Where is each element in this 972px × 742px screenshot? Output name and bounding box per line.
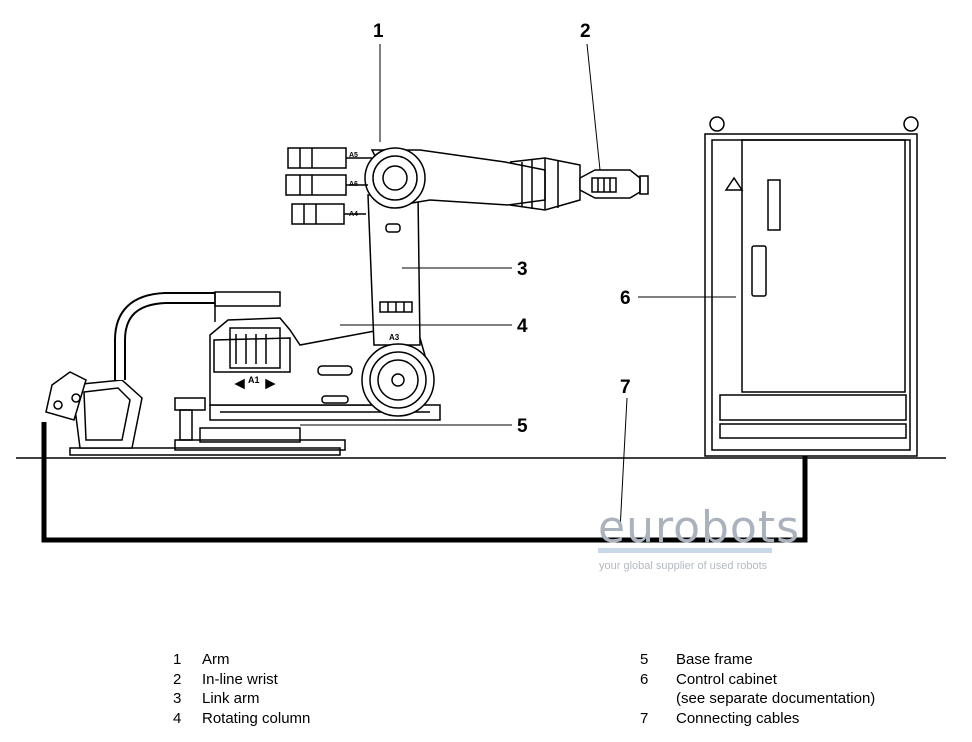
legend-number: 3 <box>173 690 182 707</box>
legend-label: Rotating column <box>202 709 311 727</box>
legend-item: (see separate documentation) <box>640 689 875 709</box>
watermark-tagline: your global supplier of used robots <box>599 560 768 572</box>
in-line-wrist-drawing <box>579 169 649 199</box>
link-arm-drawing <box>361 194 435 417</box>
callout-7: 7 <box>620 377 631 398</box>
legend-item: 2 In-line wrist <box>173 670 310 690</box>
legend-label: (see separate documentation) <box>676 690 876 707</box>
legend-item: 1 Arm <box>173 650 310 670</box>
legend-number: 2 <box>173 670 182 688</box>
axis-label-a4: A4 <box>349 211 358 218</box>
energy-supply-box <box>45 291 281 449</box>
legend-number <box>640 689 676 709</box>
legend-label: Link arm <box>202 690 260 707</box>
legend-item: 6 Control cabinet <box>640 670 875 690</box>
legend-label: Control cabinet <box>676 670 777 688</box>
legend-item: 5 Base frame <box>640 650 875 670</box>
callout-5: 5 <box>517 416 528 437</box>
axis-label-a1: A1 <box>248 375 260 385</box>
legend-left-column: 1 Arm 2 In-line wrist 3 Link arm 4 Rotat… <box>173 650 310 728</box>
callout-4: 4 <box>517 316 528 337</box>
legend-number: 5 <box>640 651 649 668</box>
legend-label: Connecting cables <box>676 709 800 727</box>
axis-label-a3: A3 <box>389 333 400 342</box>
legend-label: In-line wrist <box>202 670 278 688</box>
legend-right-column: 5 Base frame 6 Control cabinet (see sepa… <box>640 650 875 728</box>
eurobots-watermark: eurobots your global supplier of used ro… <box>598 502 800 572</box>
legend-item: 3 Link arm <box>173 689 310 709</box>
leader-lines <box>300 43 736 531</box>
callout-2: 2 <box>580 21 591 42</box>
axis-label-a6: A6 <box>349 181 358 188</box>
legend-label: Arm <box>202 651 230 668</box>
robot-system-diagram: A1 A3 A5 A6 A4 <box>16 21 946 572</box>
callout-6: 6 <box>620 288 631 309</box>
callout-3: 3 <box>517 259 528 280</box>
legend-label: Base frame <box>676 651 753 668</box>
legend-number: 6 <box>640 670 649 688</box>
arm-drawing <box>285 147 581 225</box>
legend-item: 7 Connecting cables <box>640 709 875 729</box>
legend-number: 1 <box>173 651 182 668</box>
legend-number: 4 <box>173 709 182 727</box>
legend-item: 4 Rotating column <box>173 709 310 729</box>
watermark-brand: eurobots <box>598 502 800 553</box>
callout-1: 1 <box>373 21 384 42</box>
legend-number: 7 <box>640 709 649 727</box>
connecting-cable <box>41 422 808 543</box>
axis-label-a5: A5 <box>349 152 358 159</box>
control-cabinet-drawing <box>704 116 919 457</box>
